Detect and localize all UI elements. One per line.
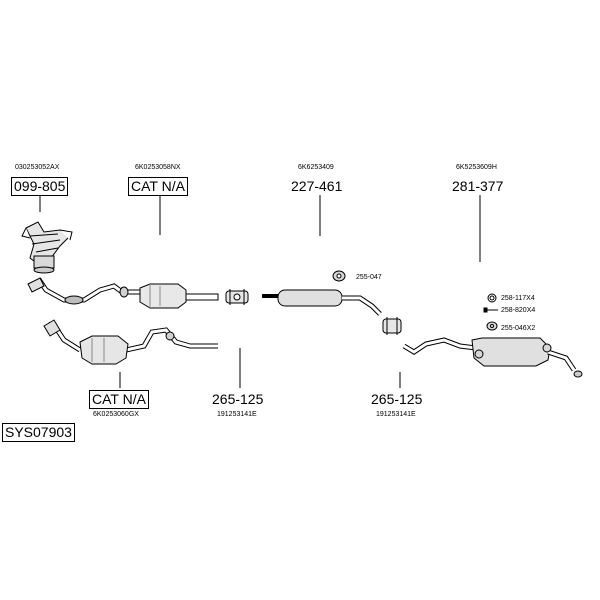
rear-silencer-drawing: [402, 337, 583, 378]
oem-number-front-cat: 6K0253058NX: [135, 164, 181, 171]
fitting-label-hanger-rear[interactable]: 255-046X2: [501, 325, 536, 332]
part-number-rear-silencer[interactable]: 281-377: [452, 178, 504, 194]
ring-icon: [487, 293, 497, 303]
alt-downpipe-cat: [43, 319, 218, 365]
part-number-manifold[interactable]: 099-805: [11, 177, 69, 196]
oem-number-alt-cat: 6K0253060GX: [93, 411, 139, 418]
fitting-label-hanger-mid[interactable]: 255-047: [356, 274, 382, 281]
clamp-2-drawing: [382, 317, 402, 335]
oem-number-clamp-1: 191253141E: [217, 411, 257, 418]
bolt-icon: [483, 307, 498, 313]
part-number-middle-silencer[interactable]: 227-461: [291, 178, 343, 194]
part-number-clamp-1[interactable]: 265-125: [212, 391, 264, 407]
oem-number-clamp-2: 191253141E: [376, 411, 416, 418]
fitting-label-ring[interactable]: 258-117X4: [501, 295, 535, 302]
exhaust-manifold: [21, 221, 73, 274]
oem-number-middle-silencer: 6K6253409: [298, 164, 334, 171]
oem-number-manifold: 030253052AX: [15, 164, 60, 171]
middle-silencer-drawing: [262, 289, 382, 316]
fitting-label-bolt[interactable]: 258-820X4: [501, 307, 536, 314]
system-code: SYS07903: [2, 423, 75, 442]
hanger-mid-drawing: [332, 270, 346, 282]
hanger-rear-installed: [474, 343, 552, 359]
part-number-front-cat[interactable]: CAT N/A: [128, 177, 188, 196]
clamp-1-drawing: [225, 289, 249, 305]
hanger-rear-icon: [486, 321, 498, 331]
part-number-clamp-2[interactable]: 265-125: [371, 391, 423, 407]
part-number-alt-cat[interactable]: CAT N/A: [89, 390, 149, 409]
oem-number-rear-silencer: 6K5253609H: [456, 164, 497, 171]
front-downpipe-cat: [27, 277, 219, 309]
